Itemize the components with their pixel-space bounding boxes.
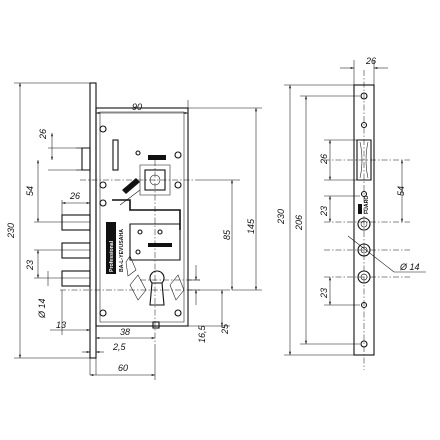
lock-case: [95, 107, 189, 327]
right-dimensions: 26 230 206 26 54 23 23 Ø 14: [276, 56, 426, 356]
dim-60: 60: [118, 363, 128, 373]
dim-90: 90: [132, 102, 142, 112]
dim-23-right-a: 23: [319, 206, 329, 217]
dim-145: 145: [246, 218, 256, 234]
front-brand-label: FUARO: [364, 196, 370, 214]
dim-2-5: 2,5: [112, 342, 127, 352]
dim-230-left: 230: [6, 223, 16, 239]
brand-sublabel: BA-L-YEVUSAHA: [119, 229, 125, 272]
lock-side-view: Professional BA-L-YEVUSAHA: [60, 82, 200, 359]
lever-arm: [122, 178, 140, 194]
dim-13: 13: [56, 320, 66, 330]
dim-25: 25: [220, 323, 230, 335]
dim-230-right: 230: [276, 209, 286, 225]
dim-16-5: 16,5: [197, 324, 207, 343]
dim-26-right-top: 26: [365, 56, 376, 66]
dim-26-mid: 26: [69, 191, 80, 201]
dim-14-right: Ø 14: [399, 262, 420, 272]
left-dimensions: 230 26 54 26 23 Ø 14 13 38: [6, 82, 262, 380]
faceplate-front-view: FUARO: [324, 70, 410, 370]
dim-206: 206: [294, 215, 304, 231]
dim-23-right-b: 23: [319, 288, 329, 299]
brand-label: Professional: [109, 240, 115, 272]
case-screws: [99, 125, 182, 317]
dead-bolts: [61, 214, 91, 287]
brand-plate: [106, 222, 116, 274]
faceplate-strip: [89, 82, 97, 359]
dim-54-left: 54: [25, 186, 35, 196]
dim-23-left: 23: [25, 260, 35, 271]
latch-window: [356, 139, 372, 181]
dim-14-left: Ø 14: [37, 298, 47, 319]
dim-26-right: 26: [319, 154, 329, 165]
cylinder-cutout: [129, 270, 185, 306]
dim-26-top: 26: [38, 129, 48, 140]
dim-38: 38: [120, 327, 130, 337]
dim-85: 85: [222, 229, 232, 240]
bolt-hole-1: [357, 217, 371, 231]
latch-bolt: [81, 147, 91, 171]
dim-54-right: 54: [396, 186, 406, 196]
